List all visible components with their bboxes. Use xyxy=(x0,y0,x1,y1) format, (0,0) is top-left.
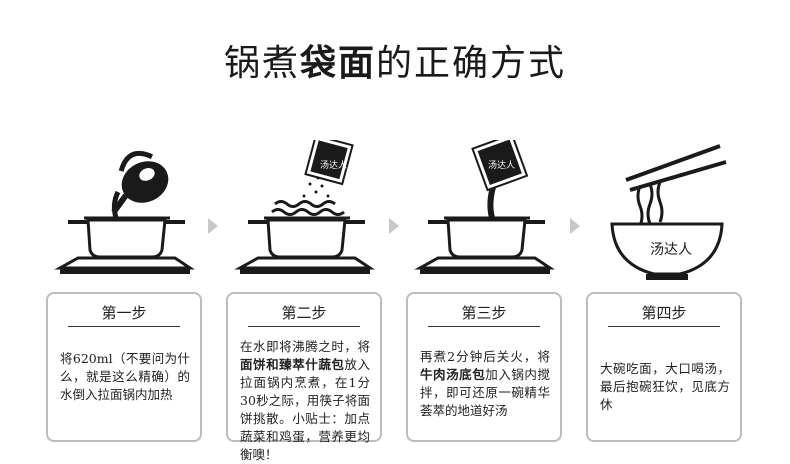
divider xyxy=(68,326,180,327)
step-title: 第四步 xyxy=(641,304,687,322)
step-text: 加入锅内搅拌，即可还原一碗精华荟萃的地道好汤 xyxy=(420,367,550,418)
title-suffix: 的正确方式 xyxy=(376,43,567,84)
arrow-3 xyxy=(570,218,580,234)
title-prefix: 锅煮 xyxy=(223,43,300,84)
step-body: 在水即将沸腾之时，将面饼和臻萃什蔬包放入拉面锅内烹煮，在1分30秒之际，用筷子将… xyxy=(240,338,370,464)
step-body: 大碗吃面，大口喝汤，最后抱碗狂饮，见底方休 xyxy=(600,360,730,414)
step-text: 大碗吃面，大口喝汤，最后抱碗狂饮，见底方休 xyxy=(600,361,730,412)
divider xyxy=(608,326,720,327)
illustrations: 汤达人 汤达人 汤达人 xyxy=(54,140,727,280)
step-card-3: 第三步 再煮2分钟后关火，将牛肉汤底包加入锅内搅拌，即可还原一碗精华荟萃的地道好… xyxy=(406,292,562,442)
bowl-label: 汤达人 xyxy=(650,242,692,258)
step-text: 再煮2分钟后关火，将 xyxy=(420,349,550,364)
arrow-1 xyxy=(208,218,218,234)
packet-label: 汤达人 xyxy=(488,159,515,171)
step-title: 第二步 xyxy=(281,304,327,322)
step-text-bold: 面饼和臻萃什蔬包 xyxy=(240,357,345,372)
step-card-2: 第二步 在水即将沸腾之时，将面饼和臻萃什蔬包放入拉面锅内烹煮，在1分30秒之际，… xyxy=(226,292,382,462)
packet-noodles-illustration: 汤达人 xyxy=(234,140,375,274)
divider xyxy=(248,326,360,327)
packet-label: 汤达人 xyxy=(320,159,347,171)
divider xyxy=(428,326,540,327)
arrow-2 xyxy=(389,218,399,234)
step-card-4: 第四步 大碗吃面，大口喝汤，最后抱碗狂饮，见底方休 xyxy=(586,292,742,442)
title-bold: 袋面 xyxy=(299,42,376,84)
step-text: 放入拉面锅内烹煮，在1分30秒之际，用筷子将面饼挑散。小贴士：加点蔬菜和鸡蛋，营… xyxy=(240,357,370,462)
step-title: 第三步 xyxy=(461,304,507,322)
page-title: 锅煮袋面的正确方式 xyxy=(0,34,790,86)
step-text: 在水即将沸腾之时，将 xyxy=(240,339,370,354)
step-card-1: 第一步 将620ml（不要问为什么，就是这么精确）的水倒入拉面锅内加热 xyxy=(46,292,202,442)
step-text-bold: 牛肉汤底包 xyxy=(420,367,486,382)
step-body: 将620ml（不要问为什么，就是这么精确）的水倒入拉面锅内加热 xyxy=(60,350,190,404)
step-title: 第一步 xyxy=(101,304,147,322)
kettle-pot-illustration xyxy=(54,150,195,274)
packet-pour-illustration: 汤达人 xyxy=(414,140,555,274)
bowl-chopsticks-illustration: 汤达人 xyxy=(610,144,727,280)
step-text: 将620ml（不要问为什么，就是这么精确）的水倒入拉面锅内加热 xyxy=(60,351,190,402)
step-body: 再煮2分钟后关火，将牛肉汤底包加入锅内搅拌，即可还原一碗精华荟萃的地道好汤 xyxy=(420,348,550,420)
